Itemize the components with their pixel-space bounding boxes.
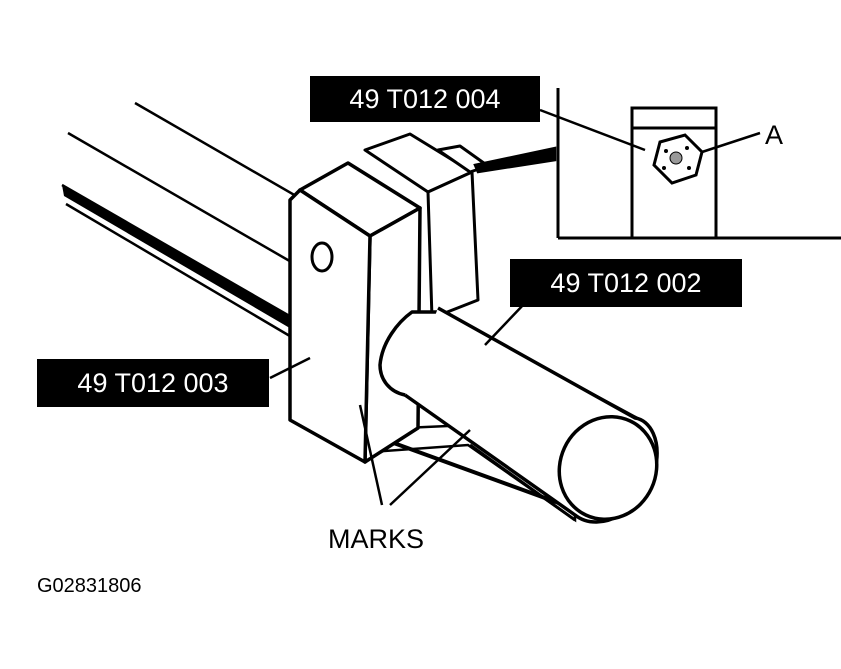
callout-tool-003: 49 T012 003 (37, 359, 269, 407)
callout-tool-003-label: 49 T012 003 (77, 368, 228, 398)
callout-tool-004-label: 49 T012 004 (349, 84, 500, 114)
marks-label: MARKS (328, 524, 424, 554)
callout-tool-002-label: 49 T012 002 (550, 268, 701, 298)
holding-bar (378, 306, 659, 524)
callout-tool-002: 49 T012 002 (510, 259, 742, 307)
callout-a-label: A (765, 120, 783, 150)
callout-tool-004: 49 T012 004 (310, 76, 540, 122)
detail-inset (556, 88, 841, 240)
block-hole (310, 241, 334, 273)
leader-lines (269, 108, 761, 506)
hex-bolt-icon (652, 133, 704, 185)
figure-code: G02831806 (37, 575, 142, 597)
camshaft-dark-edge (62, 185, 300, 334)
front-block (288, 161, 422, 464)
